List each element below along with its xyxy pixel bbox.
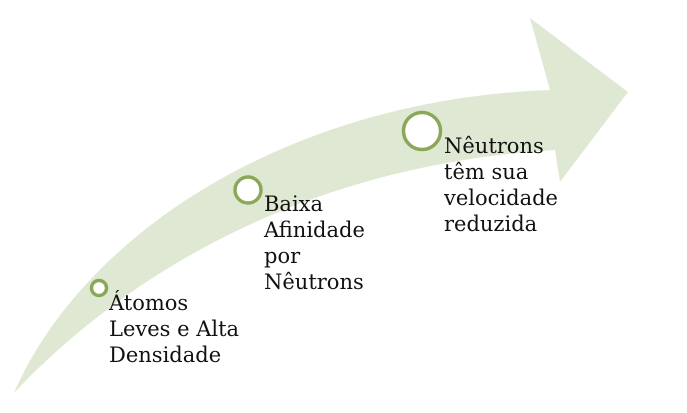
step-3-label-line: reduzida [444, 212, 538, 236]
step-3-label-line: Nêutrons [444, 134, 544, 158]
step-3-label: Nêutrons têm sua velocidade reduzida [444, 133, 558, 237]
step-1-label-line: Átomos [109, 291, 189, 315]
step-2-marker [233, 175, 263, 205]
step-1-marker [89, 278, 109, 298]
curved-arrow [14, 18, 628, 393]
step-2-label-line: Afinidade [264, 218, 365, 242]
step-3-label-line: velocidade [444, 186, 558, 210]
step-2-label-line: Nêutrons [264, 270, 364, 294]
step-1-label-line: Densidade [109, 343, 222, 367]
step-3-label-line: têm sua [444, 160, 529, 184]
step-2-label-line: por [264, 244, 301, 268]
step-2-label-line: Baixa [264, 192, 324, 216]
step-1-label: Átomos Leves e Alta Densidade [109, 290, 239, 368]
step-1-label-line: Leves e Alta [109, 317, 240, 341]
step-2-label: Baixa Afinidade por Nêutrons [264, 191, 365, 295]
step-3-marker [401, 110, 443, 152]
